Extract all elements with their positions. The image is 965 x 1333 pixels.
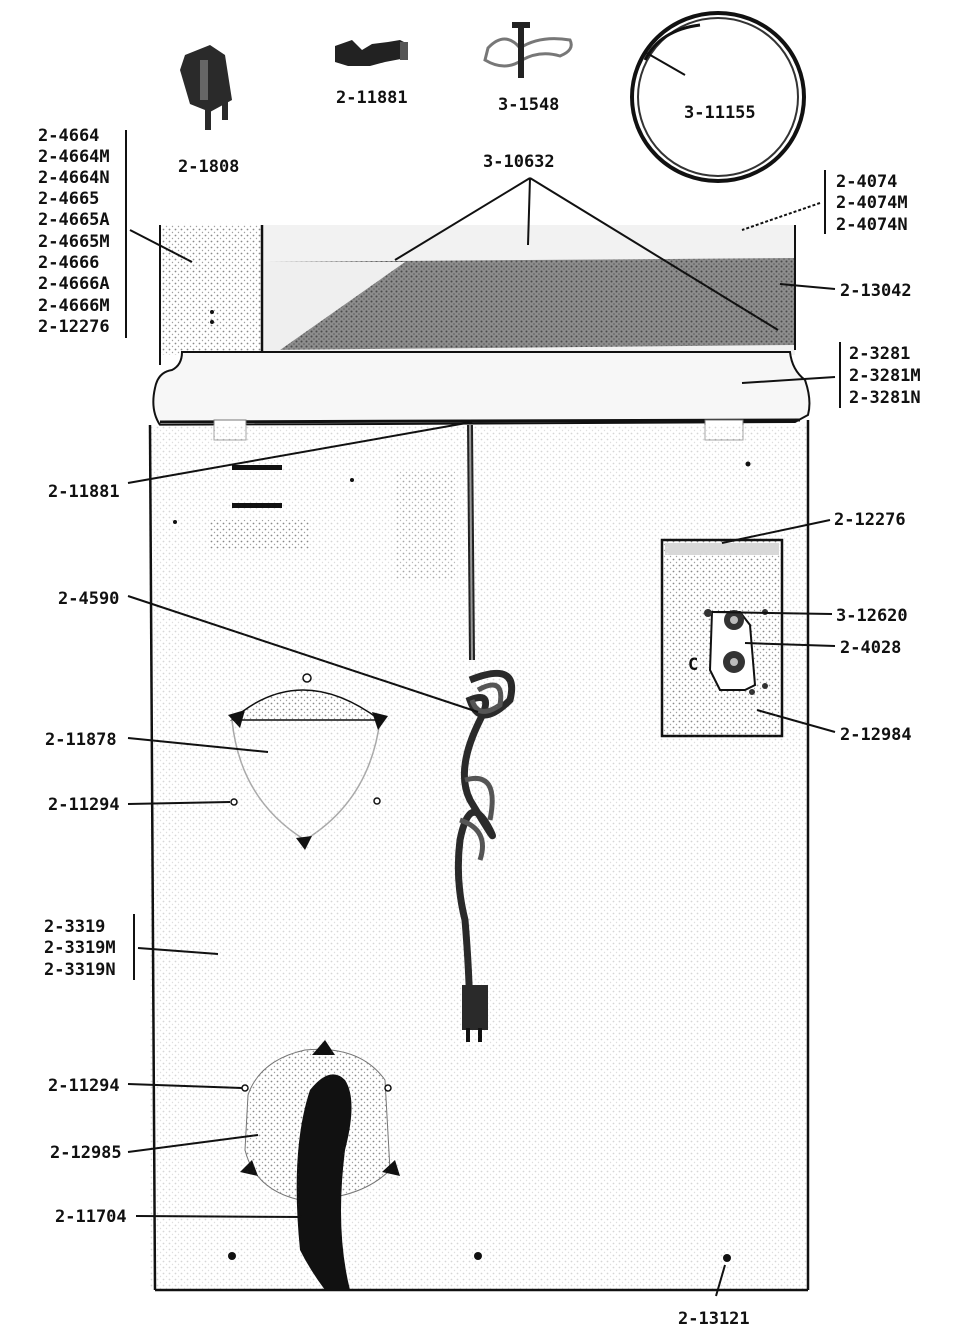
relay-part-2-1808: [180, 45, 232, 130]
label-2-12276-right: 2-12276: [834, 510, 906, 530]
group-label: 2-3281N: [849, 388, 921, 408]
group-label: 2-4074M: [836, 193, 908, 213]
lid-liner: [159, 225, 796, 365]
label-2-4590: 2-4590: [58, 589, 119, 609]
power-cord: [454, 424, 515, 1042]
group-label: 2-3319M: [44, 938, 116, 958]
tie-part-3-1548: [483, 22, 573, 78]
group-label: 2-3281M: [849, 366, 921, 386]
group-lid-frame-labels: 2-3281 2-3281M 2-3281N: [849, 344, 921, 408]
group-label: 2-4665A: [38, 210, 110, 230]
wire-coil-part-3-11155: [630, 11, 806, 183]
group-label: 2-3319: [44, 917, 105, 937]
label-2-11294-upper: 2-11294: [48, 795, 120, 815]
leader-lines: [127, 177, 836, 1297]
group-label: 2-3319N: [44, 960, 116, 980]
group-cabinet-back-labels: 2-3319 2-3319M 2-3319N: [44, 917, 116, 980]
label-2-1808: 2-1808: [178, 157, 239, 177]
label-2-11704: 2-11704: [55, 1207, 127, 1227]
lower-cover-and-hose: [228, 1040, 731, 1290]
group-label: 2-4074: [836, 172, 897, 192]
label-3-11155: 3-11155: [684, 103, 756, 123]
group-lid-top-labels: 2-4074 2-4074M 2-4074N: [836, 172, 908, 235]
group-label: 2-4664: [38, 126, 99, 146]
label-2-11881-cord: 2-11881: [48, 482, 120, 502]
label-2-13042: 2-13042: [840, 281, 912, 301]
label-2-11878: 2-11878: [45, 730, 117, 750]
group-label: 2-4664M: [38, 147, 110, 167]
upper-cover-plate: [228, 673, 388, 850]
svg-text:C: C: [688, 655, 698, 675]
control-box: C: [660, 538, 784, 738]
label-2-12985: 2-12985: [50, 1143, 122, 1163]
clip-part-2-11881: [335, 40, 408, 66]
label-2-11881-top: 2-11881: [336, 88, 408, 108]
group-label: 2-4666A: [38, 274, 110, 294]
label-3-10632: 3-10632: [483, 152, 555, 172]
label-3-12620: 3-12620: [836, 606, 908, 626]
group-label: 2-4665: [38, 189, 99, 209]
group-label: 2-4074N: [836, 215, 908, 235]
label-3-1548: 3-1548: [498, 95, 559, 115]
group-label: 2-12276: [38, 317, 110, 337]
label-2-11294-lower: 2-11294: [48, 1076, 120, 1096]
group-lid-liner-labels: 2-4664 2-4664M 2-4664N 2-4665 2-4665A 2-…: [38, 126, 110, 337]
group-label: 2-4664N: [38, 168, 110, 188]
group-label: 2-4666M: [38, 296, 110, 316]
group-label: 2-4666: [38, 253, 99, 273]
group-label: 2-4665M: [38, 232, 110, 252]
group-label: 2-3281: [849, 344, 910, 364]
label-2-4028: 2-4028: [840, 638, 901, 658]
label-2-13121: 2-13121: [678, 1309, 750, 1329]
label-2-12984: 2-12984: [840, 725, 912, 745]
